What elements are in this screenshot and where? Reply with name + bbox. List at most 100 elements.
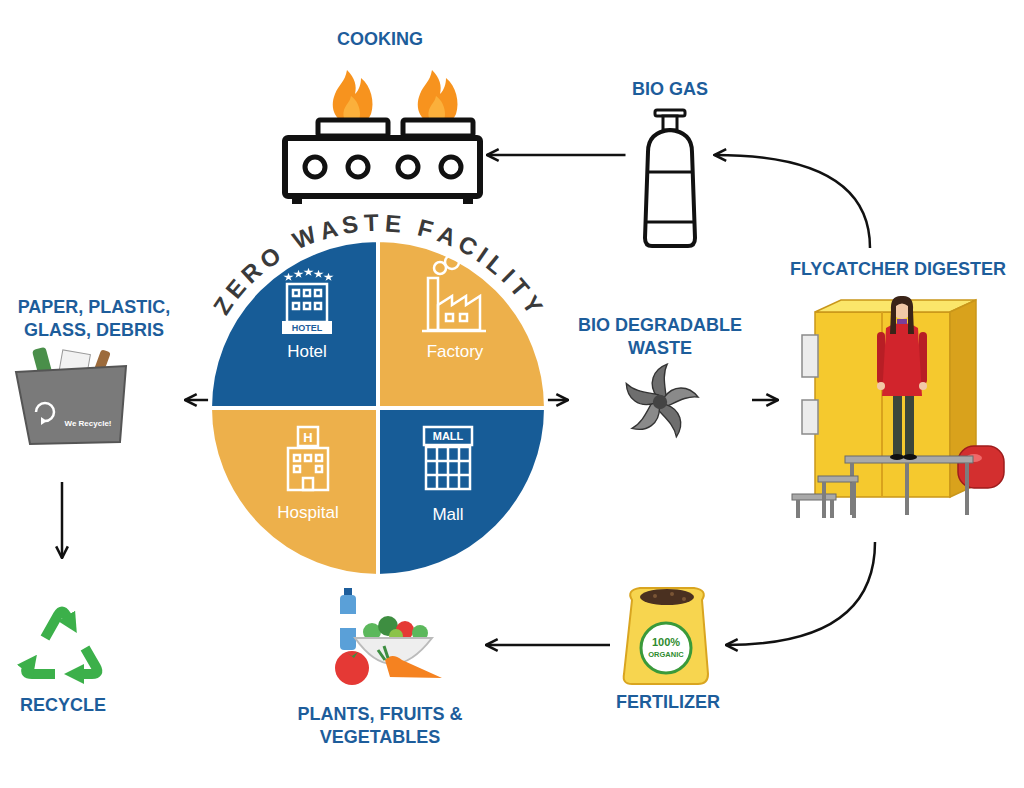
- facility-circle: ZERO WASTE FACILITYHotelFactoryHospitalM…: [210, 240, 546, 576]
- digester-machine-part: [815, 312, 950, 497]
- factory-icon-part: [446, 314, 453, 321]
- flow-arrow: [752, 399, 778, 402]
- hotel-icon-part: [315, 303, 321, 309]
- fertilizer-bag-part: [640, 589, 694, 605]
- hotel-icon-part: [293, 290, 299, 296]
- hospital-icon: [288, 427, 328, 490]
- digester-machine-part: [905, 392, 914, 456]
- produce-picture-part: [378, 646, 388, 660]
- digester-machine-part: [796, 500, 800, 518]
- quadrant-shape: [210, 408, 378, 576]
- stove-icon-part: [418, 70, 458, 124]
- factory-icon-part: [445, 255, 459, 269]
- produce-picture-part: [346, 652, 358, 658]
- biogas-node: BIO GAS: [628, 78, 713, 250]
- digester-machine-part: [890, 296, 914, 334]
- flow-arrow: [185, 399, 208, 402]
- stove-icon-part: [398, 157, 418, 177]
- node-heading: RECYCLE: [20, 694, 106, 717]
- hospital-icon-part: [294, 466, 300, 472]
- fertilizer-bag: [624, 588, 708, 684]
- fertilizer-bag-part: [682, 597, 686, 601]
- digester-machine-part: [818, 476, 858, 482]
- fertilizer-bag-part: [624, 588, 708, 684]
- stove-icon-part: [285, 138, 480, 196]
- title-letter: F: [415, 214, 436, 245]
- recycle-symbol-part: [78, 648, 97, 674]
- digester-machine-part: [965, 463, 969, 515]
- recycle-symbol-part: [26, 666, 55, 674]
- stove-icon-part: [348, 157, 368, 177]
- biodegradable-node: BIO DEGRADABLE WASTE: [570, 314, 750, 440]
- flow-arrow: [487, 154, 626, 157]
- quadrant-fill: [210, 408, 378, 576]
- flow-arrow: [548, 399, 568, 402]
- produce-picture-part: [340, 595, 356, 650]
- node-heading: BIO DEGRADABLE WASTE: [574, 314, 746, 359]
- digester-machine-part: [893, 392, 902, 456]
- digester-machine-part: [802, 400, 818, 434]
- shredder-icon: [622, 364, 699, 437]
- shredder-icon-part: [653, 395, 667, 409]
- node-heading: PAPER, PLASTIC, GLASS, DEBRIS: [9, 296, 179, 341]
- mall-icon-part: [426, 474, 470, 477]
- stove-icon-part: [318, 120, 388, 136]
- digester-machine-part: [792, 494, 836, 500]
- title-letter: T: [364, 209, 380, 237]
- digester-machine-part: [958, 446, 1004, 488]
- hotel-icon-part: [315, 290, 321, 296]
- digester-machine-part: [905, 463, 909, 515]
- flow-arrow: [61, 482, 64, 558]
- fertilizer-bag-part: [653, 594, 657, 598]
- hospital-icon-part: [305, 455, 311, 461]
- digester-machine-part: [852, 482, 856, 518]
- node-heading: COOKING: [337, 28, 423, 51]
- hospital-icon-part: [316, 466, 322, 472]
- gas-cylinder-icon-part: [646, 221, 694, 224]
- recycle-bin-part: [36, 403, 54, 421]
- factory-icon-part: [428, 278, 438, 330]
- icon-text: 100%: [652, 637, 680, 648]
- flow-arrow: [715, 155, 871, 248]
- stove-icon: [285, 70, 480, 204]
- digester-machine-part: [903, 454, 917, 460]
- title-letter: W: [288, 221, 320, 256]
- recycle-bin: [16, 347, 126, 444]
- produce-node: PLANTS, FRUITS & VEGETABLES: [276, 583, 484, 748]
- gas-cylinder-icon-part: [645, 130, 695, 246]
- digester-machine-part: [802, 335, 818, 377]
- gas-cylinder-icon-part: [663, 116, 677, 130]
- gas-cylinder-icon: [645, 110, 695, 246]
- mall-icon-part: [458, 447, 461, 489]
- quadrant-label: Hospital: [277, 503, 338, 523]
- dry-waste-node: PAPER, PLASTIC, GLASS, DEBRIS: [5, 296, 183, 480]
- recycle-bin-part: [16, 366, 126, 444]
- gas-cylinder-icon-part: [647, 171, 693, 174]
- recycle-symbol-part: [45, 612, 70, 639]
- digester-node: FLYCATCHER DIGESTER: [780, 258, 1016, 534]
- factory-icon-part: [422, 330, 486, 333]
- quadrant-label: Factory: [427, 342, 484, 362]
- digester-machine-part: [882, 323, 922, 396]
- produce-picture-part: [340, 614, 356, 628]
- hospital-icon-part: [298, 427, 318, 446]
- produce-picture: [335, 588, 442, 685]
- recycle-bin-part: [41, 417, 47, 425]
- mall-icon: [424, 427, 472, 489]
- node-heading: FLYCATCHER DIGESTER: [790, 258, 1006, 281]
- shredder-icon-part: [622, 383, 659, 408]
- node-heading: PLANTS, FRUITS & VEGETABLES: [280, 703, 480, 748]
- recycle-symbol: [26, 612, 97, 675]
- mall-icon-part: [426, 460, 470, 463]
- digester-machine-part: [877, 382, 885, 390]
- quadrant-fill: [378, 408, 546, 576]
- mall-icon-part: [436, 447, 439, 489]
- flow-arrow: [726, 542, 875, 645]
- digester-machine-part: [890, 454, 904, 460]
- title-letter: S: [340, 210, 360, 240]
- digester-machine-part: [830, 500, 834, 518]
- mall-icon-part: [447, 447, 450, 489]
- icon-text: We Recycle!: [65, 420, 112, 428]
- title-letter: E: [384, 209, 402, 238]
